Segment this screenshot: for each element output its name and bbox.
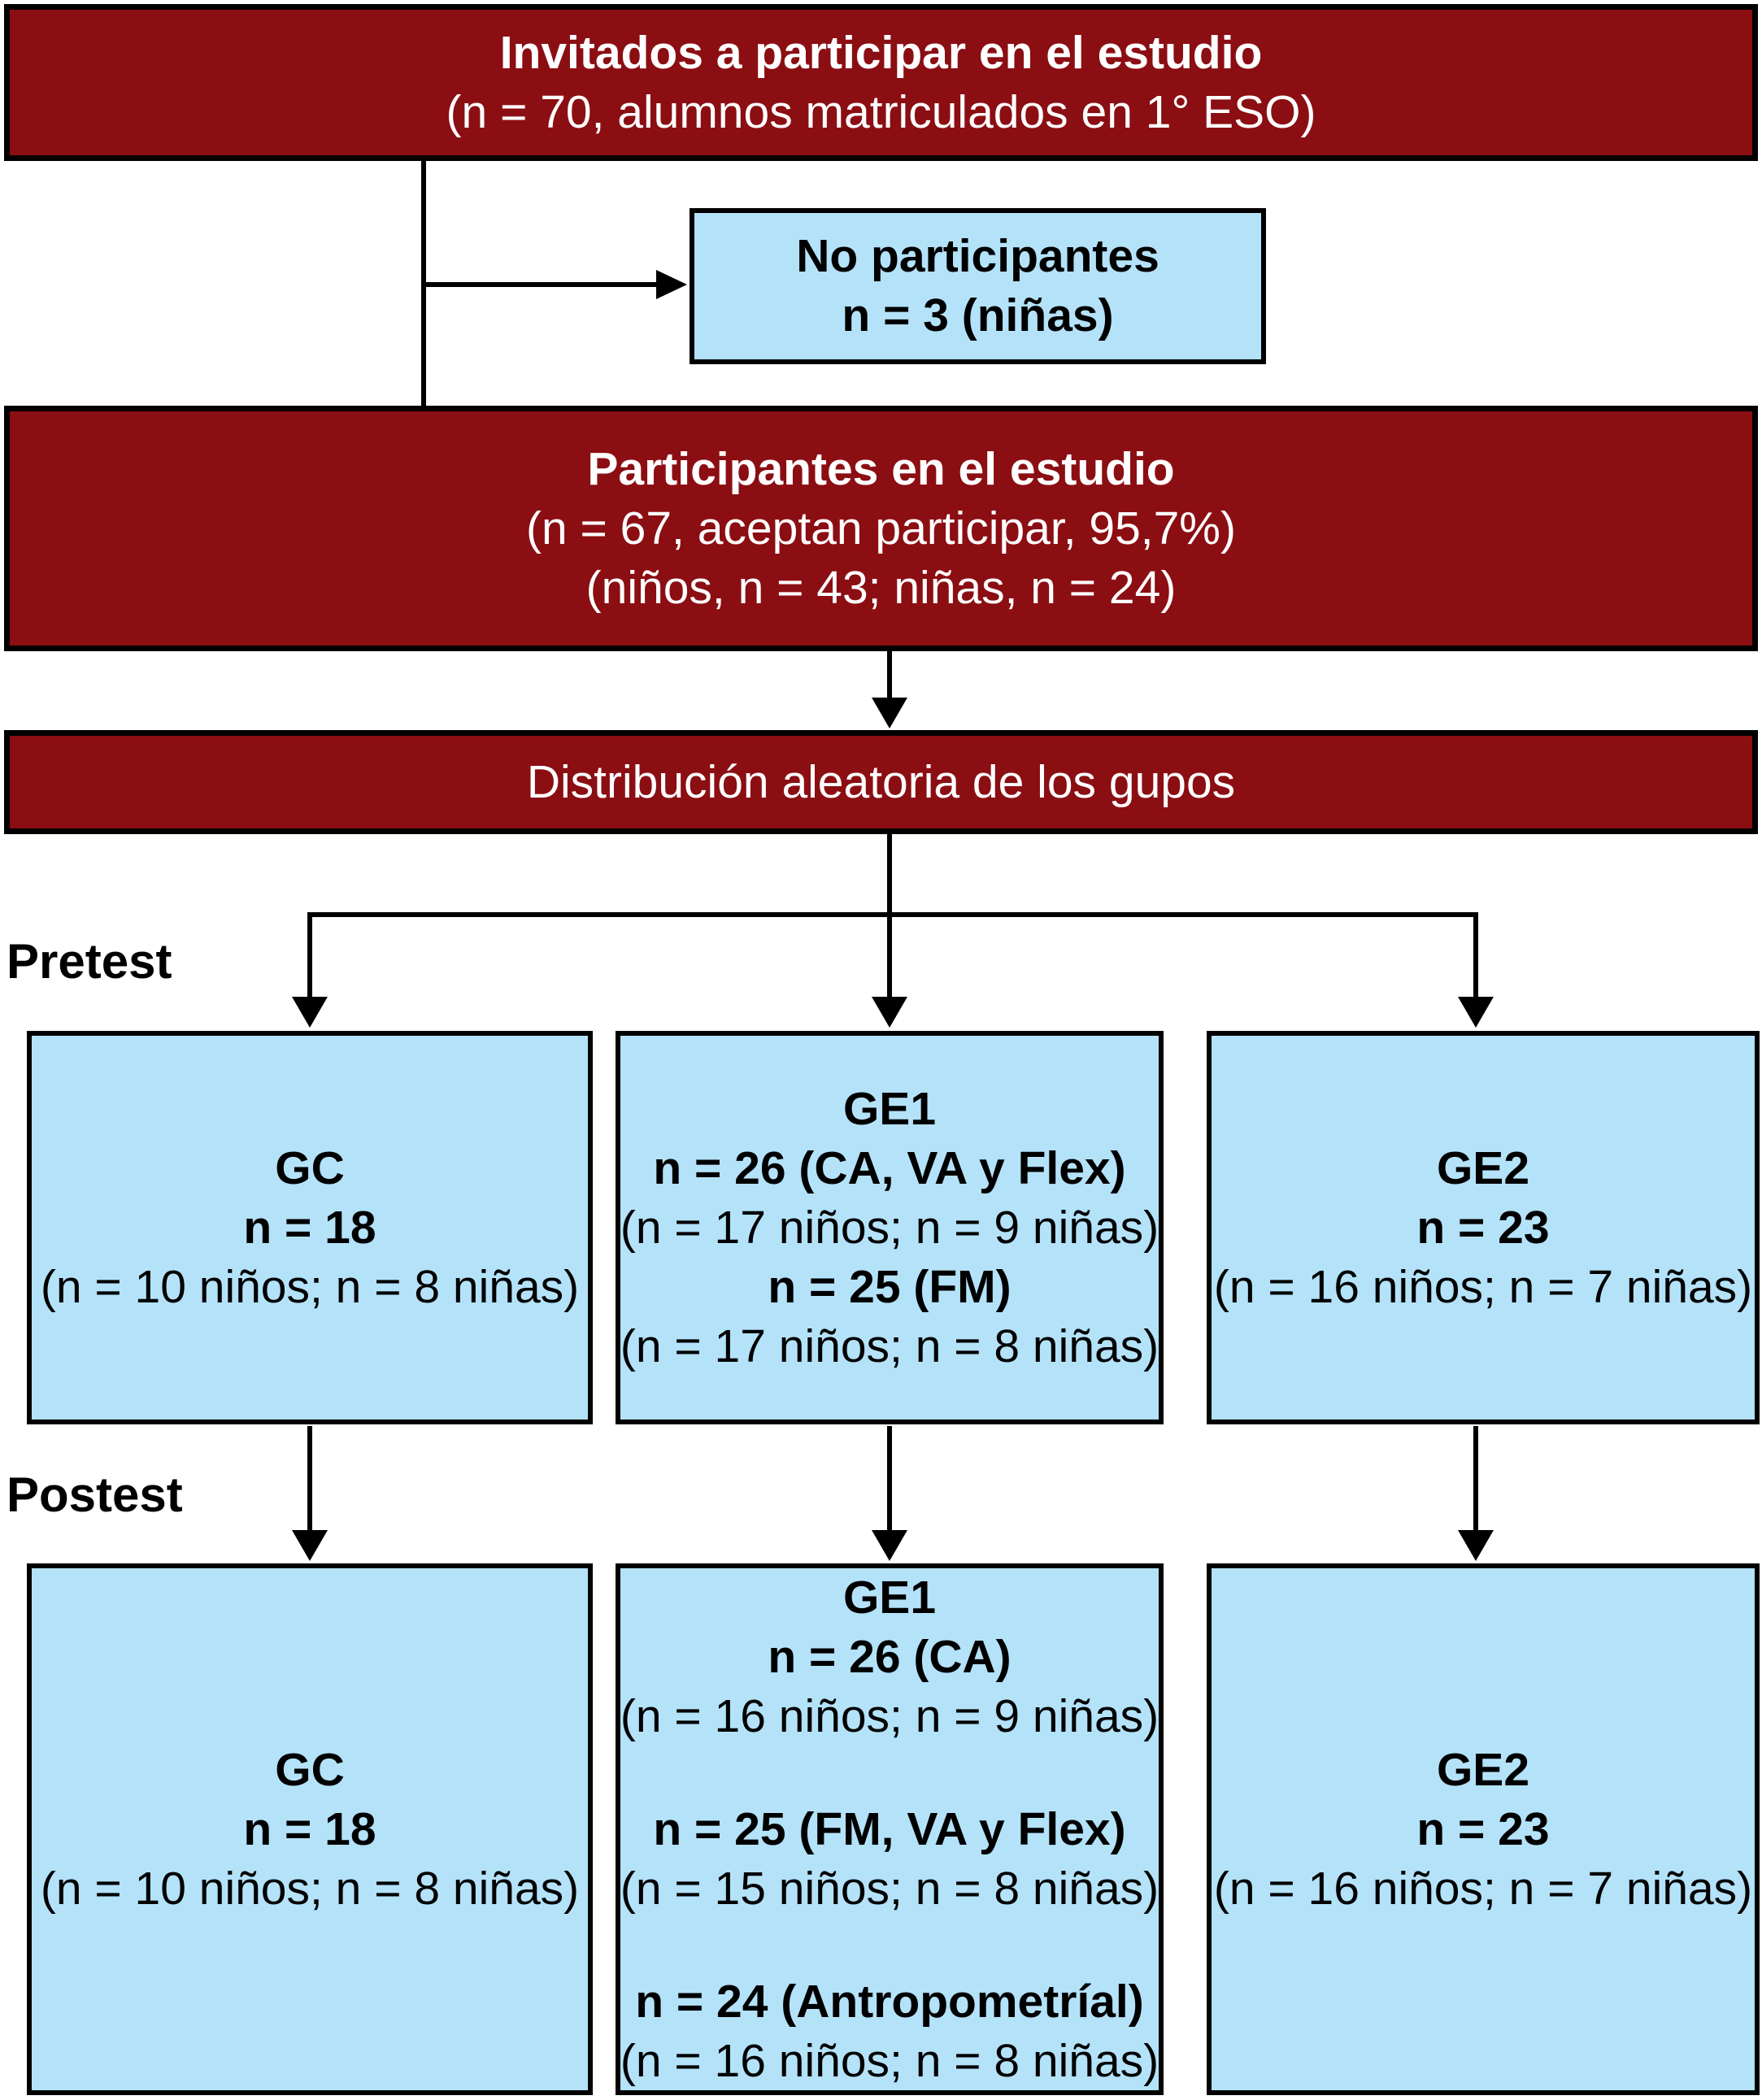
- arrowhead-down-icon: [872, 1530, 907, 1561]
- arrowhead-down-icon: [872, 698, 907, 728]
- non-participants-subtitle: n = 3 (niñas): [842, 289, 1114, 341]
- pretest-ge1-group1-n: n = 26 (CA, VA y Flex): [653, 1141, 1126, 1194]
- box-non-participants: No participantes n = 3 (niñas): [690, 208, 1266, 364]
- postest-ge1-group1-detail: (n = 16 niños; n = 9 niñas): [620, 1689, 1159, 1742]
- box-invited: Invitados a participar en el estudio (n …: [4, 4, 1758, 161]
- arrowhead-down-icon: [292, 997, 328, 1028]
- connector-to-non-participants: [424, 282, 656, 287]
- postest-ge1-group3-detail: (n = 16 niños; n = 8 niñas): [620, 2034, 1159, 2087]
- postest-ge1-name: GE1: [842, 1571, 937, 1624]
- postest-ge1-group2-n: n = 25 (FM, VA y Flex): [653, 1802, 1126, 1855]
- label-postest: Postest: [7, 1467, 183, 1522]
- pretest-ge1-group2-n: n = 25 (FM): [768, 1260, 1012, 1313]
- postest-gc-n: n = 18: [243, 1802, 376, 1855]
- invited-title: Invitados a participar en el estudio: [499, 26, 1263, 79]
- label-pretest: Pretest: [7, 934, 172, 989]
- connector-branch-to-pretest-ge2: [1473, 912, 1478, 997]
- arrowhead-down-icon: [1458, 1530, 1494, 1561]
- postest-ge2-detail: (n = 16 niños; n = 7 niñas): [1213, 1862, 1753, 1915]
- box-postest-ge1: GE1 n = 26 (CA) (n = 16 niños; n = 9 niñ…: [616, 1563, 1164, 2095]
- connector-participants-to-randomization: [887, 651, 892, 699]
- connector-pretest-to-postest-ge2: [1473, 1426, 1478, 1530]
- pretest-ge1-name: GE1: [842, 1082, 937, 1135]
- box-pretest-gc: GC n = 18 (n = 10 niños; n = 8 niñas): [27, 1031, 593, 1424]
- pretest-gc-n: n = 18: [243, 1201, 376, 1254]
- box-postest-ge2: GE2 n = 23 (n = 16 niños; n = 7 niñas): [1207, 1563, 1760, 2095]
- postest-ge1-group1-n: n = 26 (CA): [768, 1630, 1012, 1683]
- pretest-ge1-group2-detail: (n = 17 niños; n = 8 niñas): [620, 1320, 1159, 1372]
- connector-branch-horizontal: [307, 912, 1478, 917]
- pretest-ge2-name: GE2: [1436, 1141, 1530, 1194]
- participants-line2: (n = 67, aceptan participar, 95,7%): [526, 502, 1236, 554]
- arrowhead-down-icon: [872, 997, 907, 1028]
- postest-gc-name: GC: [275, 1743, 345, 1796]
- connector-branch-to-pretest-ge1: [887, 912, 892, 997]
- box-randomization: Distribución aleatoria de los gupos: [4, 730, 1758, 834]
- arrowhead-down-icon: [292, 1530, 328, 1561]
- postest-ge2-name: GE2: [1436, 1743, 1530, 1796]
- box-participants: Participantes en el estudio (n = 67, ace…: [4, 406, 1758, 651]
- pretest-ge2-detail: (n = 16 niños; n = 7 niñas): [1213, 1260, 1753, 1313]
- randomization-title: Distribución aleatoria de los gupos: [526, 755, 1236, 808]
- postest-gc-detail: (n = 10 niños; n = 8 niñas): [40, 1862, 580, 1915]
- box-pretest-ge1: GE1 n = 26 (CA, VA y Flex) (n = 17 niños…: [616, 1031, 1164, 1424]
- invited-subtitle: (n = 70, alumnos matriculados en 1° ESO): [446, 85, 1316, 138]
- participants-line3: (niños, n = 43; niñas, n = 24): [585, 561, 1177, 614]
- arrowhead-down-icon: [1458, 997, 1494, 1028]
- box-postest-gc: GC n = 18 (n = 10 niños; n = 8 niñas): [27, 1563, 593, 2095]
- pretest-ge2-n: n = 23: [1416, 1201, 1550, 1254]
- postest-ge2-n: n = 23: [1416, 1802, 1550, 1855]
- non-participants-title: No participantes: [796, 230, 1159, 282]
- pretest-gc-name: GC: [275, 1141, 345, 1194]
- pretest-ge1-group1-detail: (n = 17 niños; n = 9 niñas): [620, 1201, 1159, 1254]
- connector-pretest-to-postest-gc: [307, 1426, 312, 1530]
- pretest-gc-detail: (n = 10 niños; n = 8 niñas): [40, 1260, 580, 1313]
- postest-ge1-group3-n: n = 24 (Antropometríal): [635, 1975, 1144, 2028]
- connector-randomization-down: [887, 834, 892, 916]
- connector-pretest-to-postest-ge1: [887, 1426, 892, 1530]
- participants-title: Participantes en el estudio: [587, 442, 1175, 495]
- postest-ge1-group2-detail: (n = 15 niños; n = 8 niñas): [620, 1862, 1159, 1915]
- arrowhead-right-icon: [656, 270, 687, 299]
- connector-branch-to-pretest-gc: [307, 912, 312, 997]
- box-pretest-ge2: GE2 n = 23 (n = 16 niños; n = 7 niñas): [1207, 1031, 1760, 1424]
